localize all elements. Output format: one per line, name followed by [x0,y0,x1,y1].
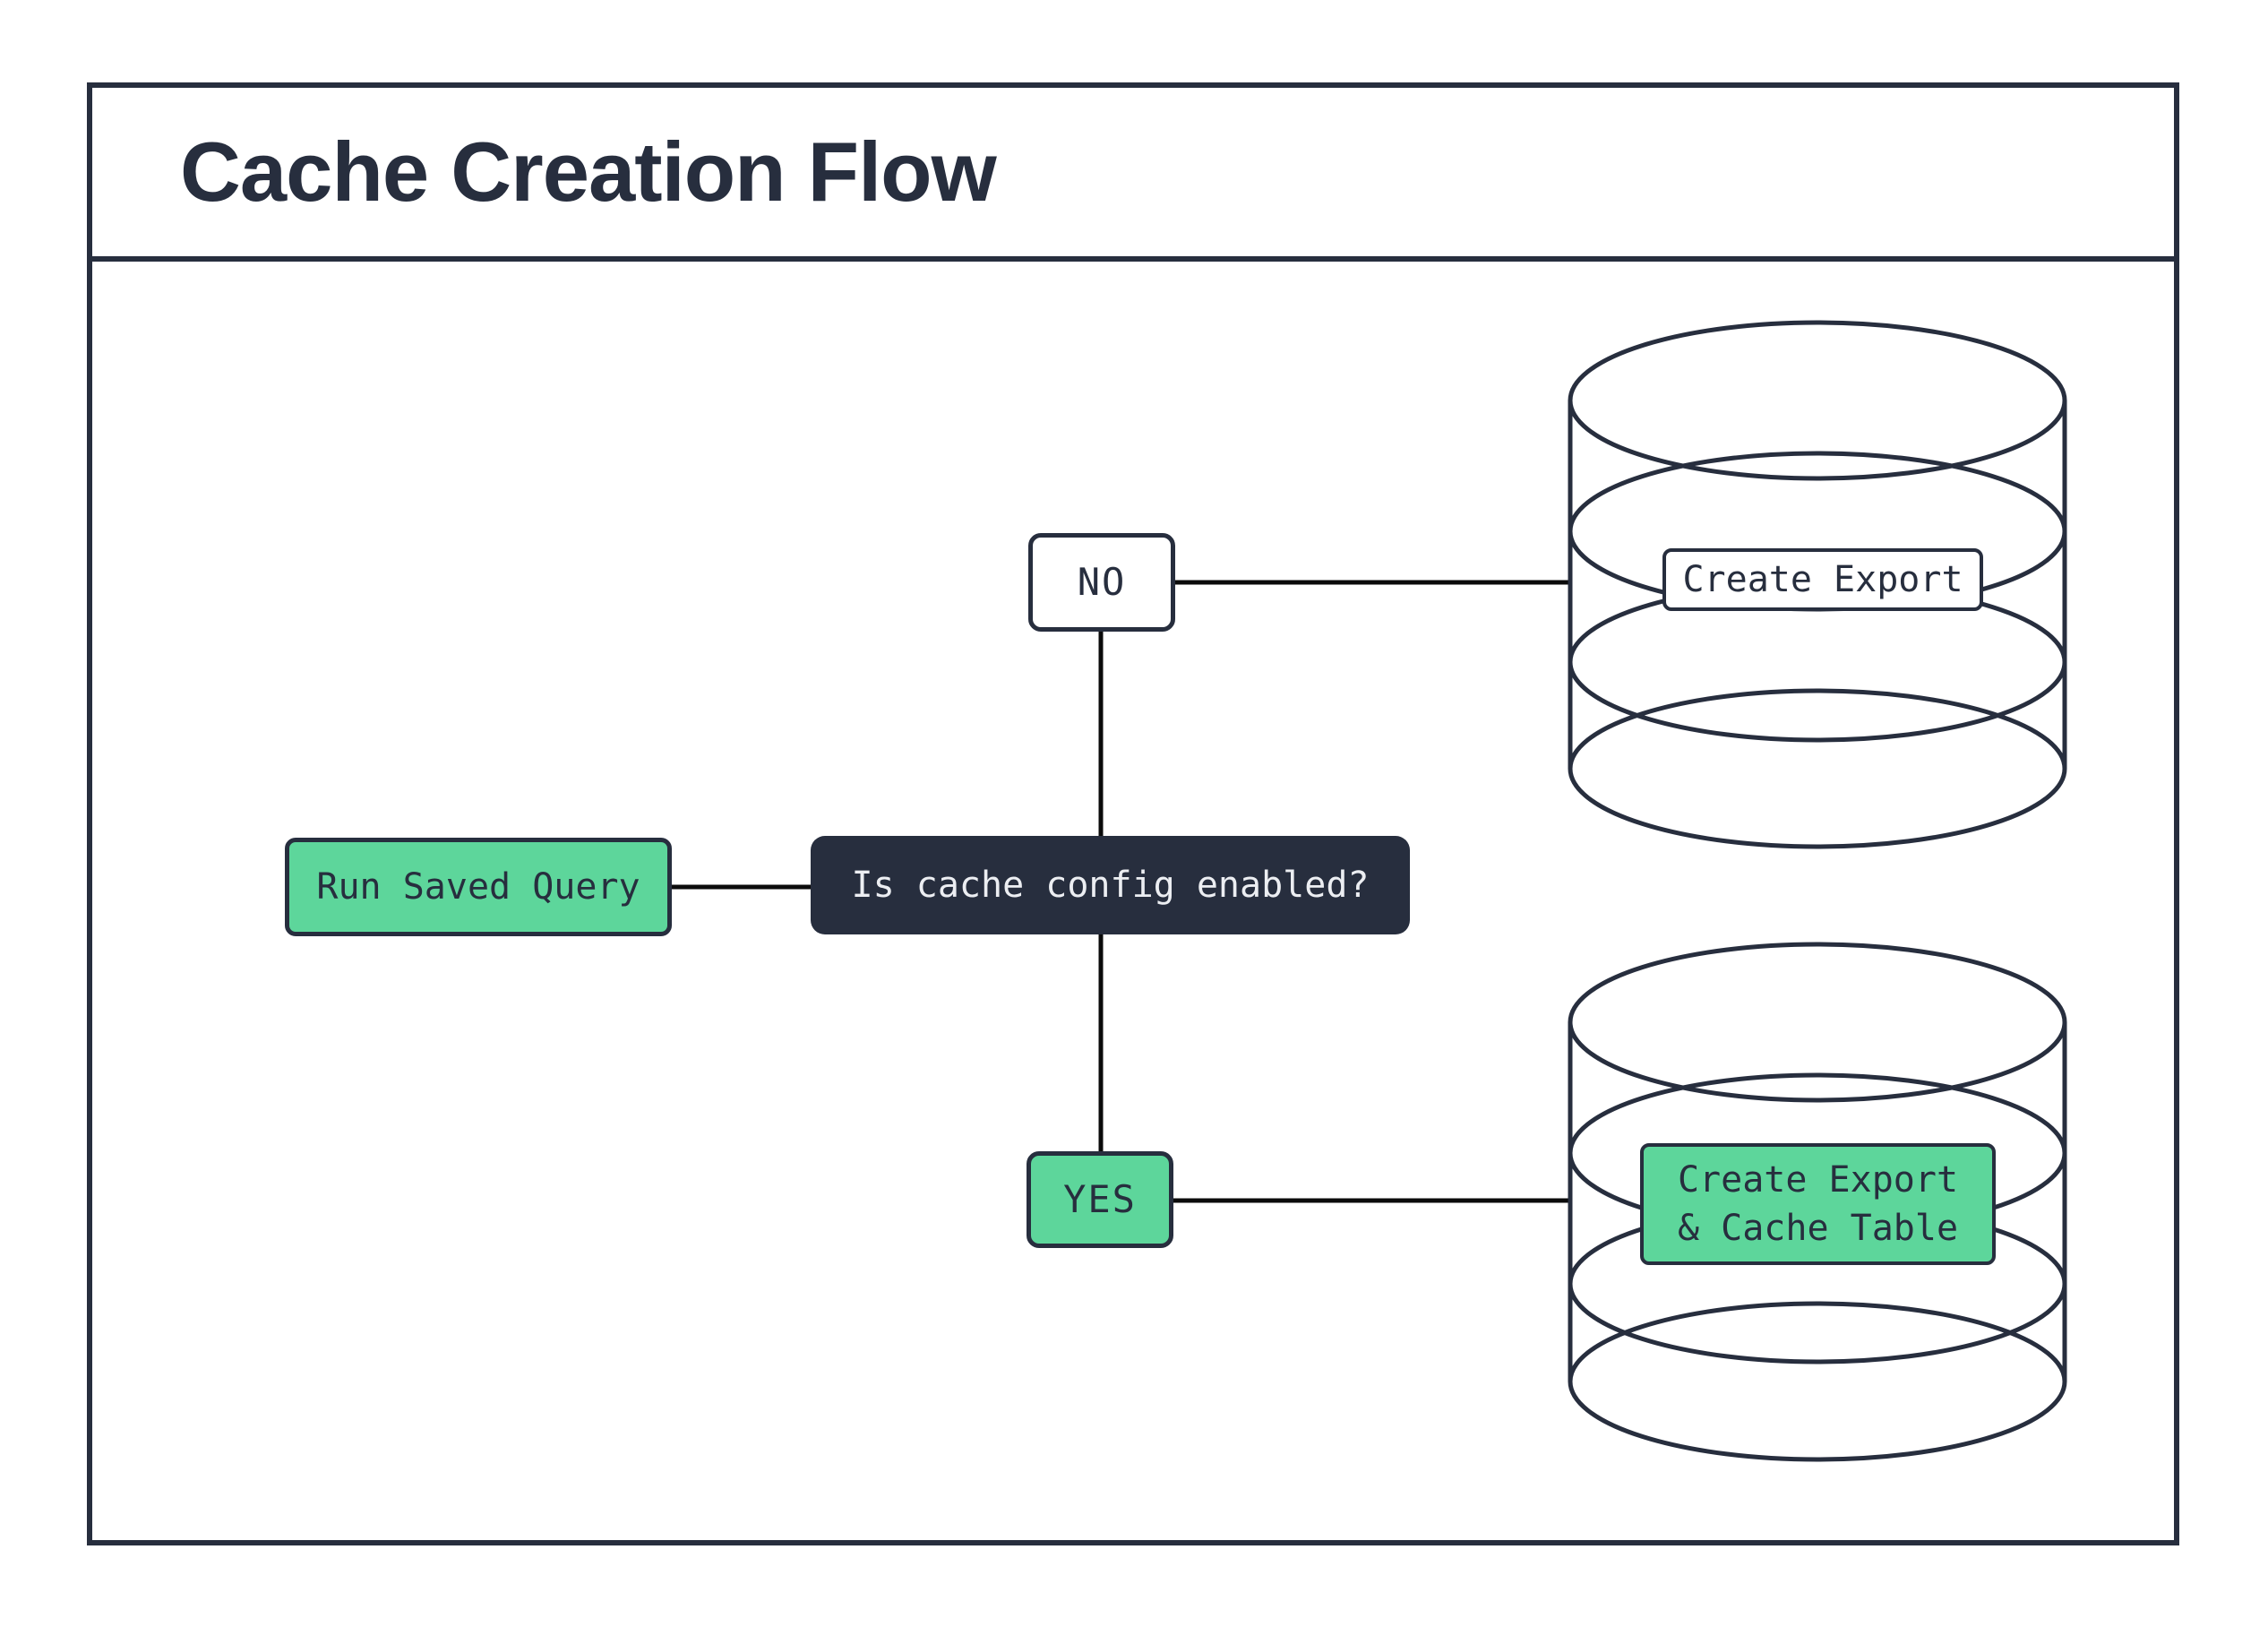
node-create-export-cache-line1: Create Export [1677,1159,1959,1201]
node-branch-no: NO [1028,533,1175,632]
connectors [672,580,1570,1203]
database-icon [1568,320,2067,849]
node-branch-no-label: NO [1077,559,1127,604]
node-branch-yes-label: YES [1063,1176,1137,1221]
page-title: Cache Creation Flow [180,125,997,219]
title-bar: Cache Creation Flow [92,88,2174,262]
node-run-saved-query-label: Run Saved Query [316,866,640,908]
node-create-export-cache-line2: & Cache Table [1677,1208,1959,1249]
node-decision-cache-config: Is cache config enabled? [811,836,1410,934]
node-decision-label: Is cache config enabled? [851,865,1370,906]
node-run-saved-query: Run Saved Query [285,838,672,936]
node-create-export-label: Create Export [1682,559,1963,600]
diagram-frame: Cache Creation Flow [87,82,2179,1545]
database-icon [1568,942,2067,1462]
node-create-export: Create Export [1662,548,1983,611]
node-branch-yes: YES [1027,1151,1173,1248]
node-create-export-cache-table: Create Export & Cache Table [1640,1143,1996,1265]
